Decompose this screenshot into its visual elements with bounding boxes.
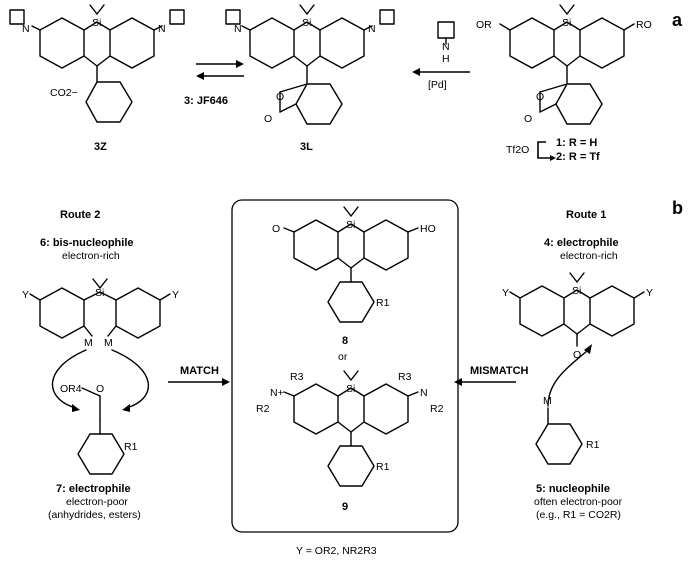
p8-ho-atom: HO — [420, 223, 436, 235]
p9-right-r2: R2 — [430, 403, 444, 415]
tf2o-arrowhead — [550, 155, 556, 161]
3z-carboxylate: CO2− — [50, 87, 78, 99]
sm-si-atom: Si — [562, 17, 571, 29]
p8-o-atom: O — [272, 223, 280, 235]
route-1-electrophile-sub: electron-rich — [560, 250, 618, 262]
route-2-bis-sub: electron-rich — [62, 250, 120, 262]
cmpd-9-label: 9 — [342, 501, 348, 513]
azetidine-h-atom: H — [442, 53, 450, 65]
cmpd-3l-label: 3L — [300, 141, 313, 153]
cmpd-8-label: 8 — [342, 335, 348, 347]
product-8-structure — [283, 206, 419, 323]
bis-nucleophile-6-structure — [29, 278, 171, 339]
r2-curved-arrow-left — [51, 349, 87, 409]
route-1-title: Route 1 — [566, 209, 606, 221]
p9-n-atom: N — [420, 387, 428, 399]
r1-r1-atom: R1 — [586, 439, 600, 451]
r1-y-right: Y — [646, 287, 653, 299]
starting-material-structure — [499, 4, 635, 125]
p9-r1-atom: R1 — [376, 461, 390, 473]
sm-or-atom: OR — [476, 19, 492, 31]
p8-si-atom: Si — [346, 219, 355, 231]
sm-lactone-o-atom: O — [536, 91, 544, 103]
route-2-electrophile-head: 7: electrophile — [56, 483, 131, 495]
3z-si-atom: Si — [92, 17, 101, 29]
zwitterion-3z-structure — [9, 4, 185, 123]
cmpd-2-label: 2: R = Tf — [556, 151, 600, 163]
route-1-nucleophile-sub2: (e.g., R1 = CO2R) — [536, 509, 621, 521]
route-2-title: Route 2 — [60, 209, 100, 221]
panel-label-a: a — [672, 10, 683, 30]
r2-curved-arrowhead-left — [72, 404, 80, 412]
match-arrowhead — [222, 378, 230, 386]
cmpd-3z-label: 3Z — [94, 141, 107, 153]
r2-curved-arrowhead-right — [122, 404, 130, 412]
lactone-3l-structure — [225, 4, 395, 125]
r2-curved-arrow-right — [111, 349, 150, 409]
p9-right-r3: R3 — [398, 371, 412, 383]
route-1-nucleophile-head: 5: nucleophile — [536, 483, 610, 495]
r2-si-atom: Si — [95, 287, 104, 299]
mismatch-label: MISMATCH — [470, 365, 529, 377]
azetidine-n-atom: N — [442, 41, 450, 53]
tf2o-reagent: Tf2O — [506, 144, 529, 156]
3z-left-n-atom: N — [22, 23, 30, 35]
r1-m-atom: M — [543, 395, 552, 407]
r2-m-right: M — [104, 337, 113, 349]
r1-y-left: Y — [502, 287, 509, 299]
panel-label-b: b — [672, 198, 683, 218]
match-label: MATCH — [180, 365, 219, 377]
p9-left-r2: R2 — [256, 403, 270, 415]
equilibrium-forward-head — [236, 60, 244, 68]
or-text: or — [338, 351, 348, 363]
pd-arrowhead — [412, 68, 420, 76]
r1-carbonyl-o: O — [573, 349, 581, 361]
route-1-electrophile-head: 4: electrophile — [544, 237, 619, 249]
3l-carbonyl-o-atom: O — [264, 113, 272, 125]
cmpd-1-label: 1: R = H — [556, 137, 597, 149]
r2-y-right: Y — [172, 289, 179, 301]
p8-r1-atom: R1 — [376, 297, 390, 309]
product-box — [231, 199, 459, 533]
jf646-label: 3: JF646 — [184, 95, 228, 107]
r2-carbonyl-o: O — [96, 383, 104, 395]
p9-si-atom: Si — [346, 383, 355, 395]
route-2-electrophile-sub1: electron-poor — [66, 496, 128, 508]
route-1-nucleophile-sub1: often electron-poor — [534, 496, 623, 508]
electrophile-7-structure — [77, 387, 125, 475]
r2-y-left: Y — [22, 289, 29, 301]
route-2-electrophile-sub2: (anhydrides, esters) — [48, 509, 141, 521]
r2-m-left: M — [84, 337, 93, 349]
pd-reagent: [Pd] — [428, 79, 447, 91]
product-9-structure — [283, 370, 419, 487]
3z-right-n-atom: N — [158, 23, 166, 35]
p9-nplus-atom: N+ — [270, 387, 284, 399]
r1-si-atom: Si — [572, 285, 581, 297]
route-2-bis-head: 6: bis-nucleophile — [40, 237, 134, 249]
r1-curved-arrowhead — [584, 344, 592, 354]
sm-carbonyl-o-atom: O — [524, 113, 532, 125]
azetidine-reagent — [437, 21, 455, 45]
electrophile-4-structure — [509, 272, 645, 347]
3l-si-atom: Si — [302, 17, 311, 29]
tf2o-bracket-arrow — [537, 141, 550, 159]
3l-lactone-o-atom: O — [276, 91, 284, 103]
footer-definition: Y = OR2, NR2R3 — [296, 545, 377, 557]
3l-right-n-atom: N — [368, 23, 376, 35]
sm-ro-atom: RO — [636, 19, 652, 31]
p9-left-r3: R3 — [290, 371, 304, 383]
r2-r1-atom: R1 — [124, 441, 138, 453]
3l-left-n-atom: N — [234, 23, 242, 35]
equilibrium-reverse-head — [196, 72, 204, 80]
r2-or4-atom: OR4 — [60, 383, 82, 395]
nucleophile-5-structure — [535, 349, 589, 465]
